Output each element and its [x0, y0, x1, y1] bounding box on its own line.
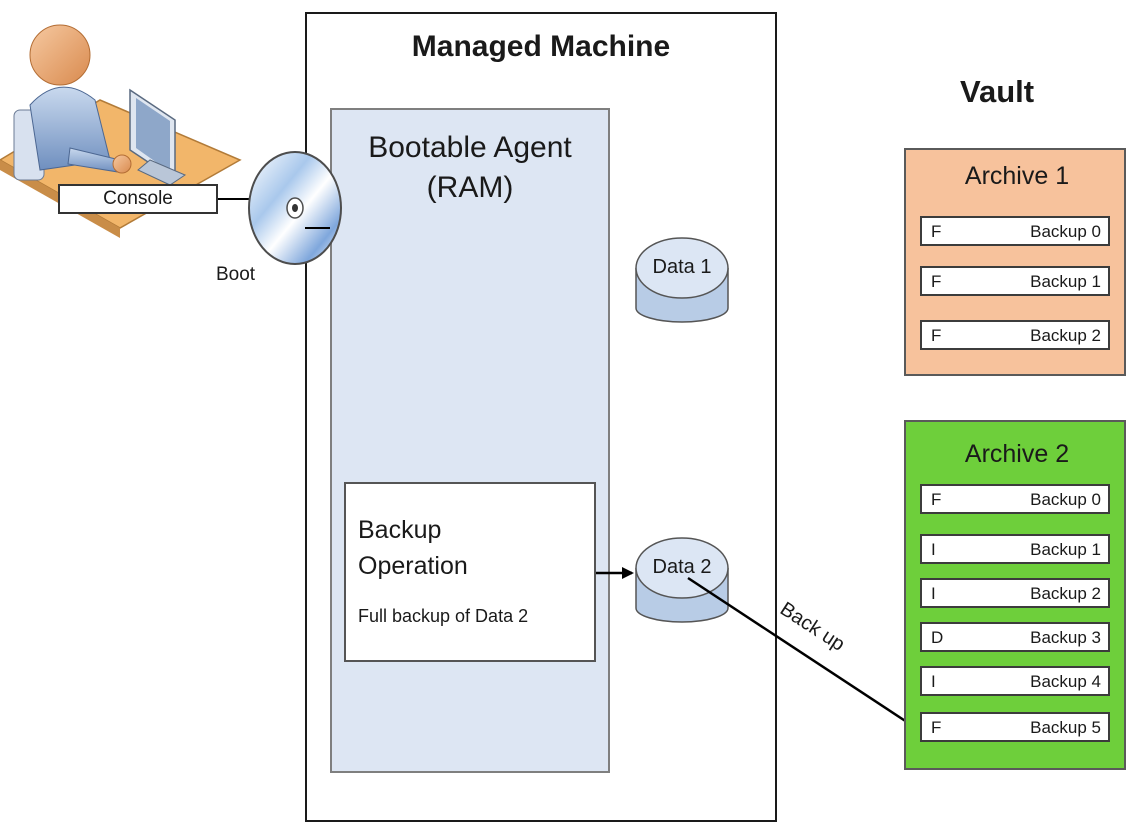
backup-operation-box: [344, 482, 596, 662]
backup-name: Backup 0: [1030, 490, 1101, 509]
backup-name: Backup 2: [1030, 584, 1101, 603]
backup-row: I Backup 2: [920, 578, 1110, 608]
backup-operation-title: Backup Operation: [358, 512, 588, 584]
backup-name: Backup 0: [1030, 222, 1101, 241]
disk-label-data-1: Data 1: [652, 256, 712, 278]
backup-name: Backup 5: [1030, 718, 1101, 737]
backup-row: F Backup 5: [920, 712, 1110, 742]
managed-machine-title: Managed Machine: [411, 30, 671, 63]
backup-to-vault-arrow: [687, 576, 918, 730]
backup-row: I Backup 1: [920, 534, 1110, 564]
backup-row: F Backup 2: [920, 320, 1110, 350]
archive-1-title: Archive 1: [964, 162, 1070, 190]
database-disk-icon: [635, 537, 729, 623]
backup-type: D: [931, 628, 944, 647]
backup-row: F Backup 0: [920, 484, 1110, 514]
backup-type: F: [931, 326, 942, 345]
bootable-agent-title: Bootable Agent (RAM): [330, 128, 610, 208]
bootable-agent-box: [330, 108, 610, 773]
user-at-computer-icon: [0, 24, 242, 238]
backup-operation-title-line2: Operation: [358, 552, 468, 580]
backup-type: F: [931, 490, 942, 509]
backup-operation-title-line1: Backup: [358, 516, 442, 544]
disk-label-data-2: Data 2: [652, 556, 712, 578]
boot-disc-icon: [248, 151, 342, 265]
archive-2-title: Archive 2: [964, 440, 1070, 468]
backup-operation-description: Full backup of Data 2: [358, 606, 529, 626]
backup-type: I: [931, 540, 936, 559]
backup-row: F Backup 0: [920, 216, 1110, 246]
backup-row: F Backup 1: [920, 266, 1110, 296]
bootable-agent-title-line1: Bootable Agent: [368, 131, 572, 164]
boot-label: Boot: [216, 264, 256, 285]
database-disk-icon: [635, 237, 729, 323]
bootable-agent-title-line2: (RAM): [426, 171, 514, 204]
backup-name: Backup 4: [1030, 672, 1101, 691]
backup-name: Backup 2: [1030, 326, 1101, 345]
backup-type: F: [931, 272, 942, 291]
backup-row: I Backup 4: [920, 666, 1110, 696]
backup-type: I: [931, 672, 936, 691]
backup-row: D Backup 3: [920, 622, 1110, 652]
backup-type: F: [931, 222, 942, 241]
console-label: Console: [58, 184, 218, 214]
backup-name: Backup 3: [1030, 628, 1101, 647]
backup-name: Backup 1: [1030, 540, 1101, 559]
vault-title: Vault: [960, 74, 1035, 109]
backup-type: I: [931, 584, 936, 603]
backup-type: F: [931, 718, 942, 737]
backup-name: Backup 1: [1030, 272, 1101, 291]
